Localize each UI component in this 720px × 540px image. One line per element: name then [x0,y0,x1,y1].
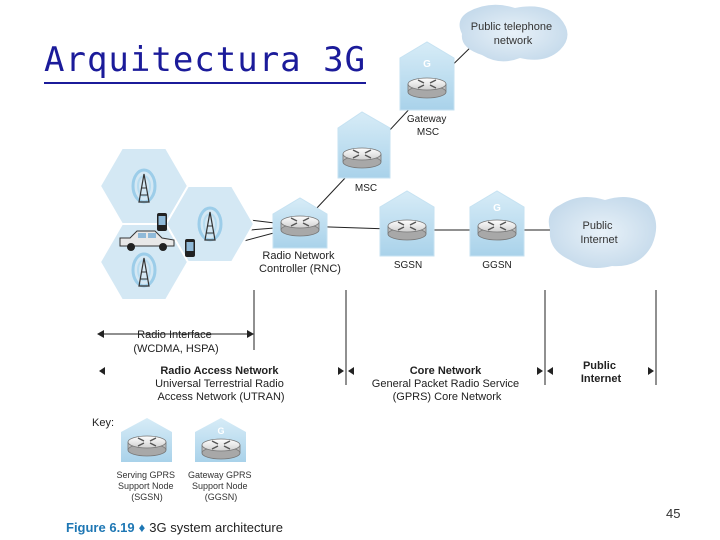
public-internet-line-1: Public [583,360,616,372]
key-sgsn-line-3: (SGSN) [131,492,163,502]
gateway-badge: G [423,59,431,70]
caption-separator: ♦ [138,520,146,535]
key-ggsn-badge: G [217,426,224,436]
radio-access-line-1: Radio Access Network [160,365,279,377]
ggsn-node [469,190,525,257]
gateway-msc-label-line-1: Gateway [407,114,446,125]
radio-access-line-3: Access Network (UTRAN) [157,391,284,403]
rnc-label-line-1: Radio Network [262,250,335,262]
internet-label-line-2: Internet [580,234,617,246]
gateway-msc-label-line-2: MSC [417,127,439,138]
pstn-label-line-2: network [494,35,533,47]
rnc-node [272,197,328,249]
arrow-right-icon [247,330,254,338]
core-network-line-2: General Packet Radio Service [372,378,519,390]
msc-node [337,111,391,179]
arrow-left-icon [99,367,105,375]
arrow-left-icon [348,367,354,375]
car-icon [119,230,175,251]
page-number: 45 [666,506,681,521]
arrow-right-icon [338,367,344,375]
slide-title: Arquitectura 3G [44,40,367,84]
key-title: Key: [92,417,114,429]
figure-caption-text: 3G system architecture [149,520,283,535]
figure-caption: Figure 6.19♦3G system architecture [66,520,283,535]
internet-cloud [548,196,657,268]
arrow-left-icon [547,367,553,375]
msc-label: MSC [355,183,377,194]
core-network-label: Core Network General Packet Radio Servic… [372,365,522,403]
key-ggsn-line-2: Support Node [192,481,248,491]
core-network-line-1: Core Network [410,365,482,377]
arrow-right-icon [648,367,654,375]
gateway-msc-node [399,41,455,111]
region-dividers [100,290,657,385]
arrow-left-icon [97,330,104,338]
phone-1-icon [157,213,167,231]
phone-2-icon [185,239,195,257]
key-sgsn-icon [121,418,172,462]
key-sgsn-line-2: Support Node [118,481,174,491]
radio-cells [98,147,256,301]
internet-cloud-label: Public Internet [580,220,617,246]
radio-access-network-label: Radio Access Network Universal Terrestri… [155,365,287,403]
key-ggsn-label: Gateway GPRS Support Node (GGSN) [188,470,254,502]
rnc-label-line-2: Controller (RNC) [259,263,341,275]
radio-interface-label: Radio Interface (WCDMA, HSPA) [133,329,218,355]
pstn-cloud-label: Public telephone network [471,21,555,47]
radio-interface-line-1: Radio Interface [137,329,212,341]
core-network-line-3: (GPRS) Core Network [393,391,502,403]
pstn-cloud [459,4,568,62]
sgsn-node [379,190,435,257]
radio-access-line-2: Universal Terrestrial Radio [155,378,284,390]
key-ggsn-line-1: Gateway GPRS [188,470,252,480]
region-arrows [97,330,654,375]
ggsn-badge: G [493,203,501,214]
key-ggsn-icon [195,418,246,462]
figure-label: Figure 6.19 [66,520,135,535]
public-internet-region-label: Public Internet [581,360,622,385]
radio-interface-line-2: (WCDMA, HSPA) [133,343,218,355]
rnc-label: Radio Network Controller (RNC) [259,250,341,275]
arrow-right-icon [537,367,543,375]
key-sgsn-line-1: Serving GPRS [116,470,175,480]
ggsn-label: GGSN [482,260,511,271]
sgsn-label: SGSN [394,260,422,271]
pstn-label-line-1: Public telephone [471,21,552,33]
key-ggsn-line-3: (GGSN) [205,492,238,502]
internet-label-line-1: Public [582,220,612,232]
public-internet-line-2: Internet [581,373,622,385]
key-sgsn-label: Serving GPRS Support Node (SGSN) [116,470,177,502]
gateway-msc-label: Gateway MSC [407,114,449,138]
